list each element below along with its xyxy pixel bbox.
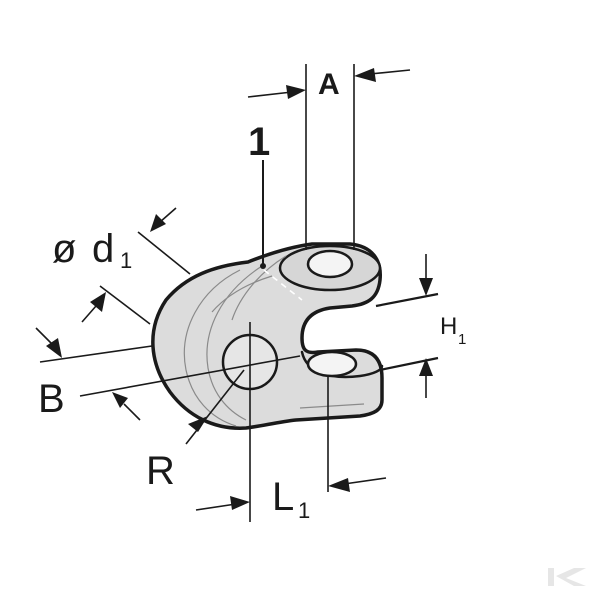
part-number-callout: 1 bbox=[248, 120, 270, 269]
dim-d1-arrow-top bbox=[150, 214, 166, 232]
body-shading-4 bbox=[211, 275, 273, 313]
dim-h1-arrow-top bbox=[419, 278, 433, 296]
dim-d1-symbol: ø bbox=[52, 227, 76, 271]
dim-b-leader-bottom bbox=[123, 403, 141, 421]
dim-b-arrow-top bbox=[46, 338, 62, 358]
dim-h1-letter: H bbox=[440, 313, 457, 340]
clevis-body bbox=[151, 242, 384, 430]
dim-a-label: A bbox=[318, 68, 340, 101]
dimension-a: A bbox=[247, 64, 411, 250]
body-shading-3 bbox=[231, 255, 287, 321]
dim-d1-leader-top bbox=[159, 207, 177, 223]
body-shading-1 bbox=[183, 269, 241, 427]
part-number: 1 bbox=[248, 120, 270, 164]
dim-h1-subscript: 1 bbox=[458, 331, 466, 348]
dimension-r: R bbox=[146, 369, 245, 493]
dimension-l1: L 1 bbox=[195, 322, 387, 523]
dim-d1-subscript: 1 bbox=[120, 248, 132, 273]
dim-l1-arrow-left bbox=[230, 496, 250, 510]
body-shading-2 bbox=[206, 265, 263, 421]
body-shading-5 bbox=[299, 403, 365, 409]
dimension-d1: ø d 1 bbox=[52, 207, 191, 325]
dim-h1-extension-bottom bbox=[379, 356, 439, 372]
brand-watermark bbox=[548, 568, 586, 586]
dim-d1-extension-bottom bbox=[99, 285, 151, 325]
upper-hole bbox=[306, 249, 354, 279]
dim-b-label: B bbox=[38, 377, 65, 421]
dim-l1-arrow-right bbox=[328, 478, 350, 492]
part-number-dot bbox=[260, 263, 266, 269]
dim-d1-letter: d bbox=[92, 227, 114, 271]
dim-a-arrow-right bbox=[354, 68, 376, 82]
dim-d1-arrow-bottom bbox=[90, 292, 106, 312]
dim-b-extension-bottom bbox=[79, 355, 301, 397]
dim-l1-subscript: 1 bbox=[298, 498, 310, 523]
dim-r-leader bbox=[185, 369, 245, 445]
dim-h1-arrow-bottom bbox=[419, 358, 433, 376]
lower-hole bbox=[306, 350, 358, 378]
dim-b-extension-top bbox=[39, 345, 153, 363]
dim-r-arrow bbox=[188, 416, 208, 432]
dim-l1-leader-right bbox=[343, 477, 387, 485]
dim-b-arrow-bottom bbox=[112, 392, 128, 408]
dim-h1-extension-top bbox=[375, 292, 439, 308]
dim-a-leader-left bbox=[247, 91, 293, 98]
dim-a-arrow-left bbox=[286, 85, 306, 99]
dimension-b: B bbox=[35, 327, 301, 421]
body-axis-dash bbox=[263, 269, 303, 301]
dim-l1-leader-left bbox=[195, 503, 237, 511]
dimension-h1: H 1 bbox=[375, 254, 466, 398]
dim-d1-extension-top bbox=[137, 231, 191, 275]
dim-l1-letter: L bbox=[272, 475, 294, 519]
dim-d1-leader-bottom bbox=[81, 305, 97, 323]
dim-a-leader-right bbox=[369, 69, 411, 75]
dim-r-label: R bbox=[146, 449, 175, 493]
